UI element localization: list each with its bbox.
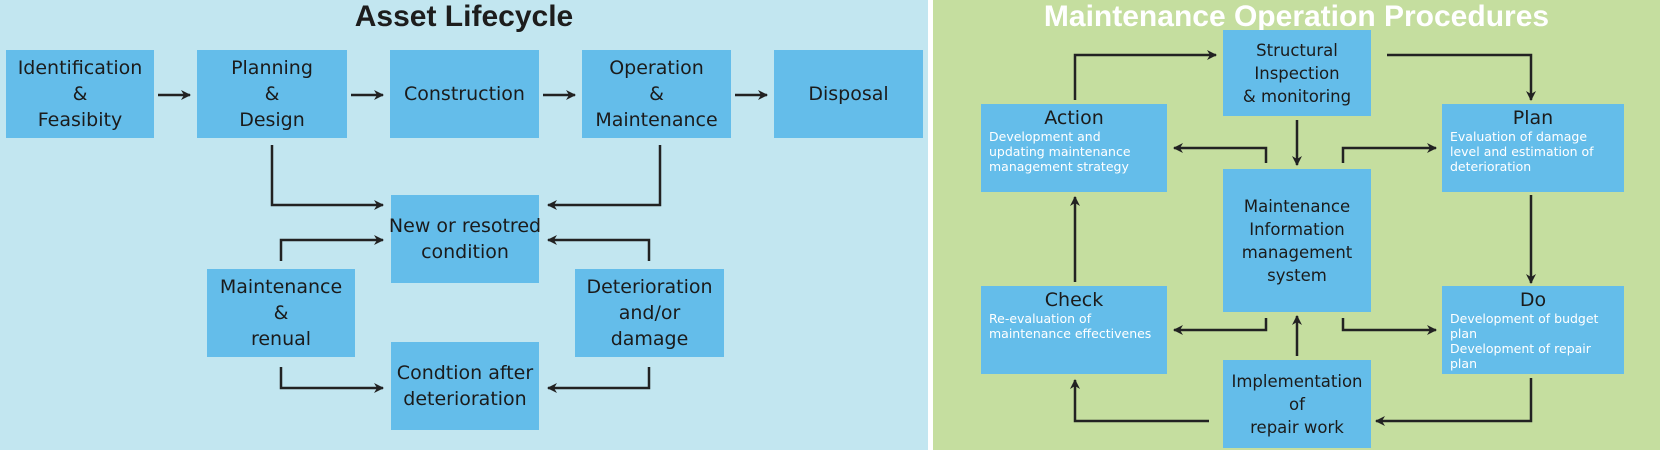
box-label-line: Deterioration bbox=[586, 276, 713, 298]
plan-title: Plan bbox=[1512, 107, 1554, 129]
box-label-line: Information bbox=[1249, 219, 1345, 239]
maintenance-renual-box: Maintenance & renual bbox=[207, 269, 355, 357]
box-label-line: Maintenance bbox=[219, 276, 343, 298]
box-label-line: & bbox=[264, 83, 280, 105]
box-label-line: Condtion after bbox=[396, 362, 534, 384]
box-label-line: damage bbox=[610, 328, 689, 350]
asset-lifecycle-title: Asset Lifecycle bbox=[354, 0, 574, 33]
deterioration-damage-box: Deterioration and/or damage bbox=[575, 269, 724, 357]
box-label-line: system bbox=[1267, 265, 1327, 285]
box-label-line: Inspection bbox=[1254, 63, 1340, 83]
disposal-box: Disposal bbox=[774, 50, 923, 138]
box-label-line: Implementation bbox=[1231, 371, 1363, 391]
box-label-line: New or resotred bbox=[388, 215, 542, 237]
box-label-line: Identification bbox=[17, 57, 143, 79]
box-label-line: repair work bbox=[1250, 417, 1344, 437]
box-label-line: and/or bbox=[618, 302, 681, 324]
identification-feasibility-box: Identification & Feasibity bbox=[6, 50, 154, 138]
action-title: Action bbox=[1044, 107, 1104, 129]
box-label-line: Maintenance bbox=[1243, 196, 1351, 216]
operation-maintenance-box: Operation & Maintenance bbox=[582, 50, 731, 138]
box-label-line: Disposal bbox=[808, 83, 889, 105]
box-label-line: of bbox=[1289, 394, 1305, 414]
implementation-repair-box: Implementation of repair work bbox=[1223, 360, 1371, 448]
do-title: Do bbox=[1519, 289, 1547, 311]
action-description: Development and updating maintenance man… bbox=[989, 129, 1131, 174]
action-box: Action Development and updating maintena… bbox=[981, 104, 1167, 192]
box-label-line: condition bbox=[421, 241, 509, 263]
maintenance-procedures-title: Maintenance Operation Procedures bbox=[1043, 0, 1550, 33]
box-label-line: deterioration bbox=[403, 388, 527, 410]
box-label-line: & monitoring bbox=[1242, 86, 1352, 106]
construction-box: Construction bbox=[390, 50, 539, 138]
maintenance-procedures-panel: Maintenance Operation Procedures Structu… bbox=[933, 0, 1660, 450]
box-label-line: renual bbox=[250, 328, 312, 350]
planning-design-box: Planning & Design bbox=[197, 50, 347, 138]
check-title: Check bbox=[1044, 289, 1104, 311]
box-label-line: Operation bbox=[609, 57, 704, 79]
box-label-line: Design bbox=[239, 109, 305, 131]
box-label-line: Planning bbox=[231, 57, 313, 79]
condition-after-box: Condtion after deterioration bbox=[391, 342, 539, 430]
plan-description: Evaluation of damage level and estimatio… bbox=[1450, 129, 1594, 174]
box-label-line: Feasibity bbox=[37, 109, 123, 131]
asset-lifecycle-panel: Asset Lifecycle Identification & Feasibity… bbox=[0, 0, 928, 450]
box-label-line: management bbox=[1241, 242, 1353, 262]
box-label-line: Construction bbox=[404, 83, 525, 105]
box-label-line: & bbox=[649, 83, 664, 105]
box-label-line: Maintenance bbox=[595, 109, 718, 131]
plan-box: Plan Evaluation of damage level and esti… bbox=[1442, 104, 1624, 192]
new-condition-box: New or resotred condition bbox=[388, 195, 542, 283]
check-box: Check Re-evaluation of maintenance effec… bbox=[981, 286, 1167, 374]
box-label-line: & bbox=[273, 302, 289, 324]
do-box: Do Development of budget plan Developmen… bbox=[1442, 286, 1624, 374]
do-description: Development of budget plan Development o… bbox=[1450, 311, 1599, 371]
check-description: Re-evaluation of maintenance effectivene… bbox=[989, 311, 1152, 341]
box-label-line: & bbox=[72, 83, 88, 105]
box-label-line: Structural bbox=[1256, 40, 1338, 60]
